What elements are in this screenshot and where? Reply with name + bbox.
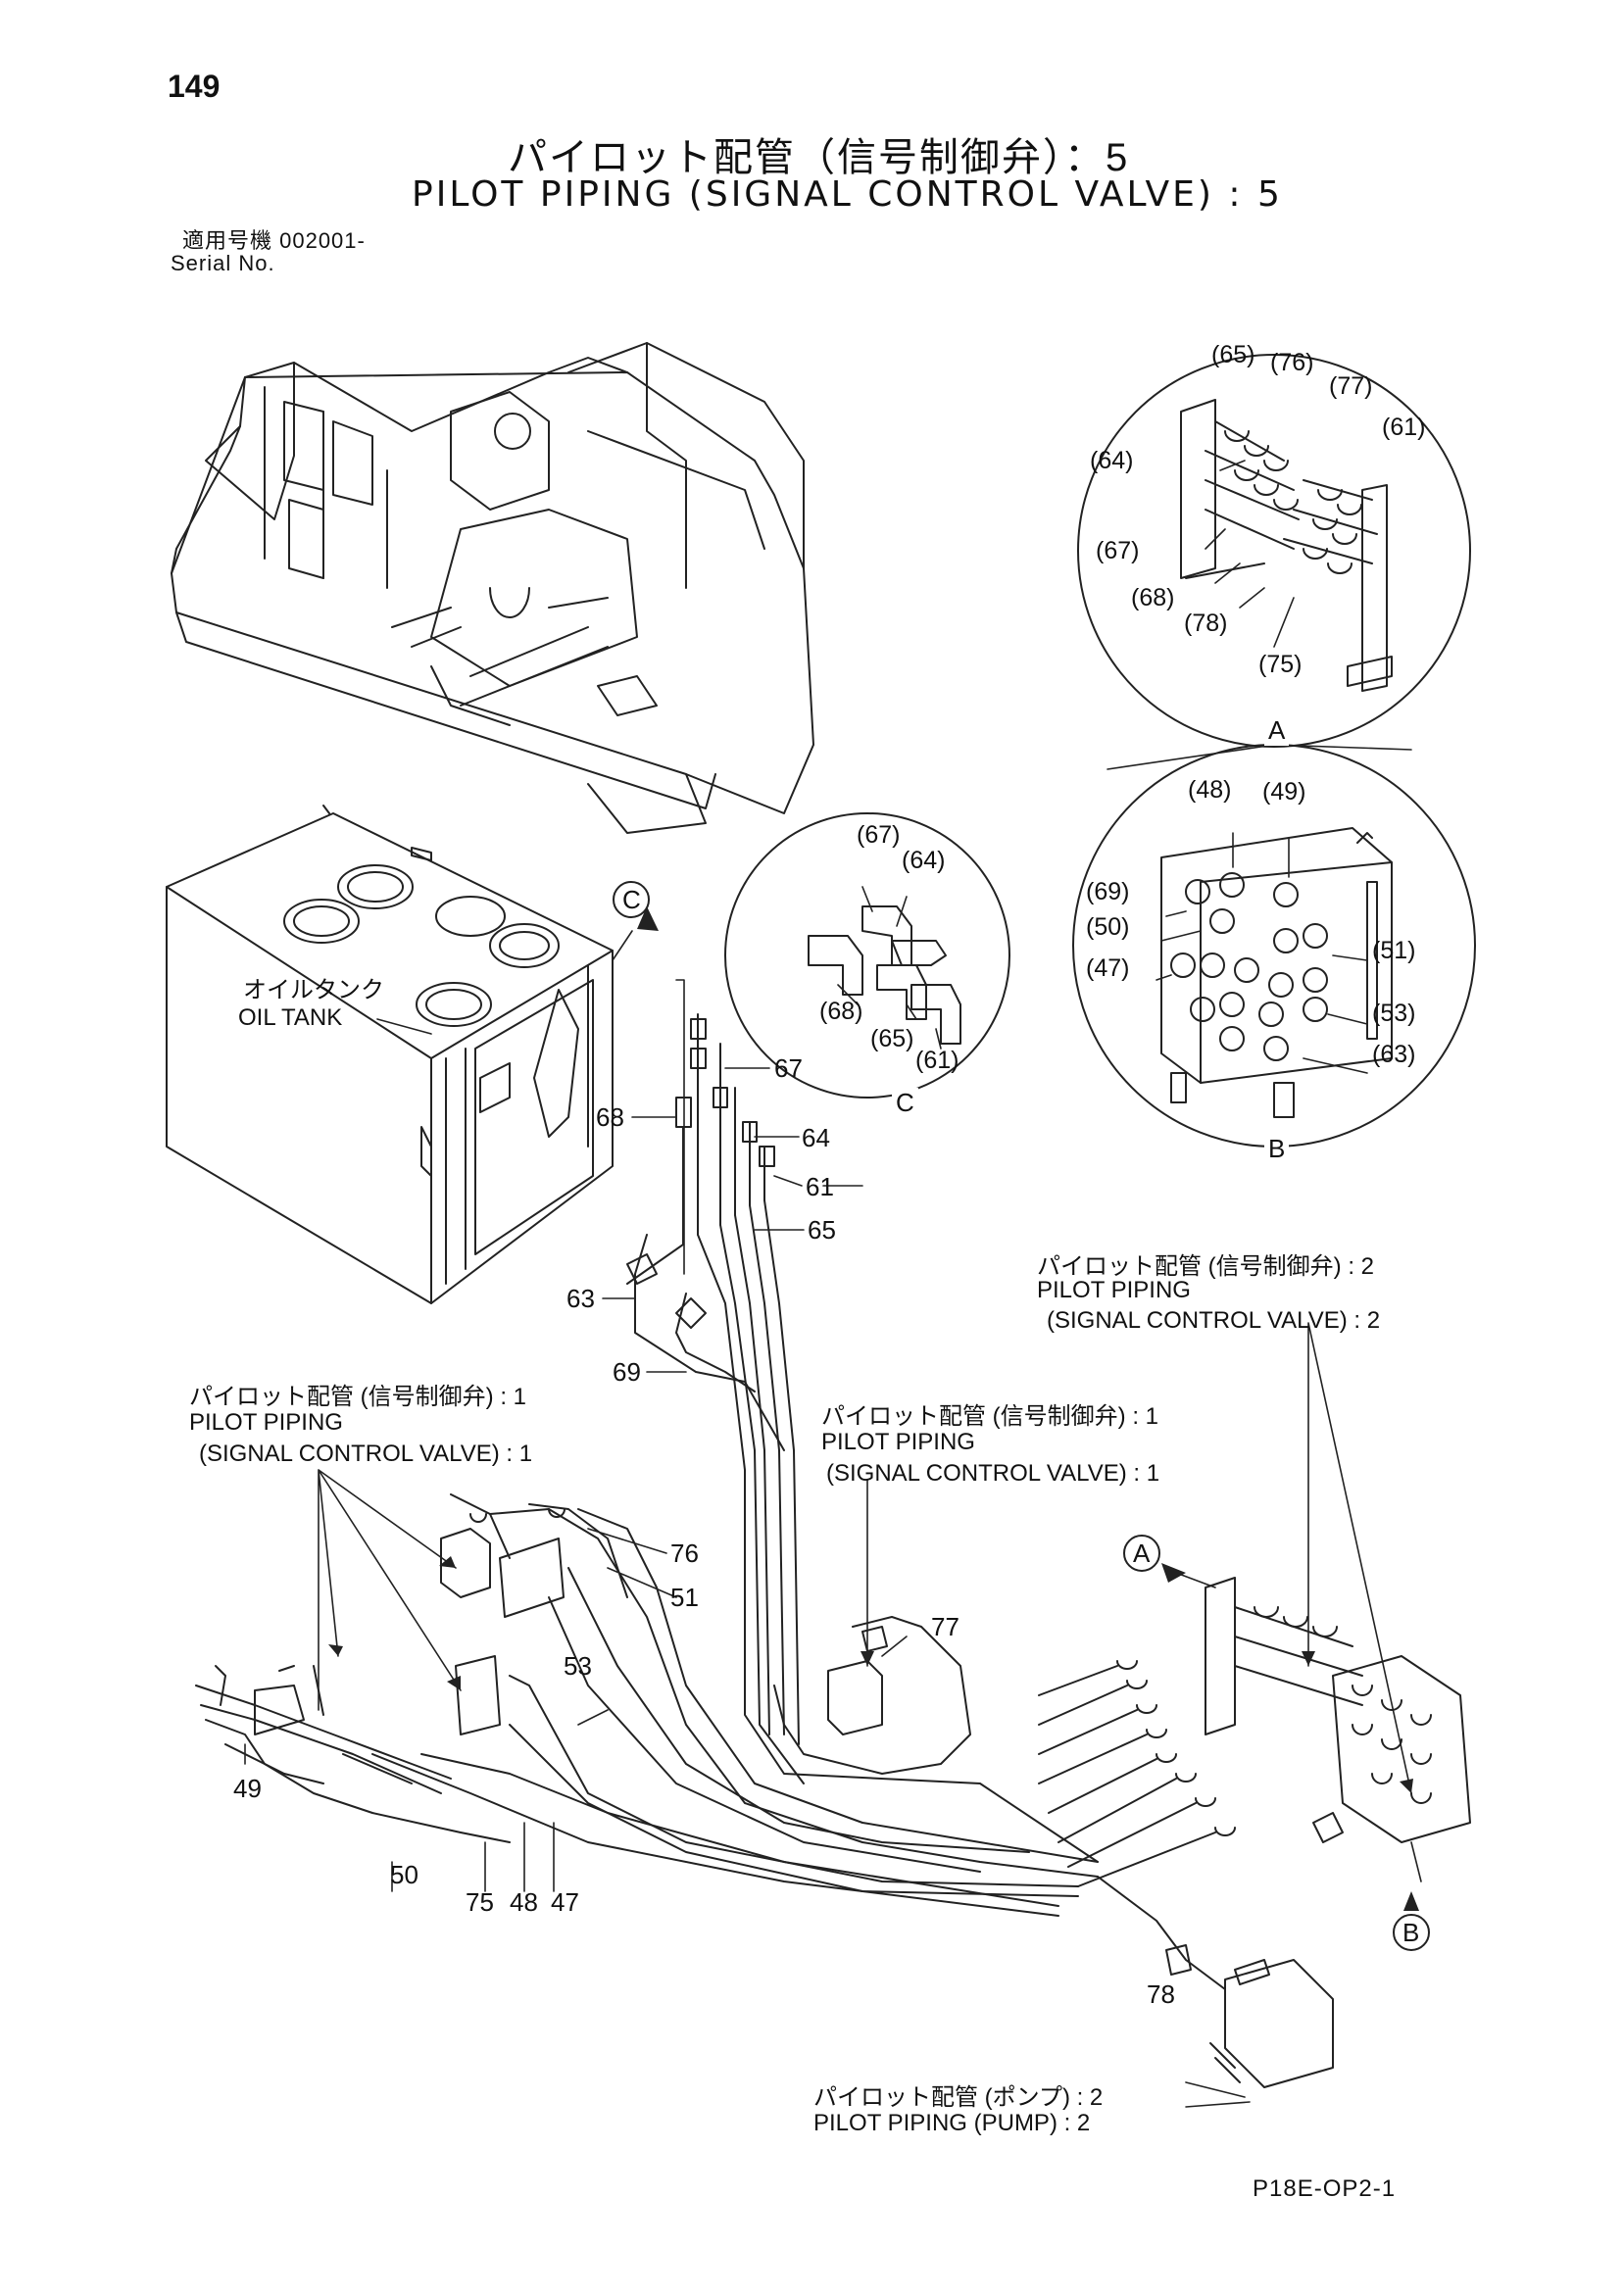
detail-B-callout-51: (51)	[1372, 937, 1416, 964]
detail-B-callout-48: (48)	[1188, 776, 1232, 804]
callout-53: 53	[564, 1651, 592, 1681]
callout-77: 77	[931, 1612, 959, 1641]
callout-61: 61	[806, 1172, 834, 1201]
callout-51: 51	[670, 1583, 699, 1612]
detail-B-callout-49: (49)	[1262, 778, 1306, 806]
ref-scv2-en-2: (SIGNAL CONTROL VALVE) : 2	[1047, 1307, 1381, 1334]
page-title-japanese: パイロット配管（信号制御弁）：5	[508, 136, 1130, 179]
detail-A-callout-78: (78)	[1184, 610, 1228, 637]
detail-B-callout-69: (69)	[1086, 878, 1130, 905]
detail-A-view	[1077, 354, 1471, 748]
detail-C-callout-61: (61)	[915, 1047, 959, 1074]
callout-76: 76	[670, 1539, 699, 1568]
callout-78: 78	[1147, 1979, 1175, 2009]
serial-applicability: 適用号機 002001-	[182, 228, 366, 253]
detail-B-callout-63: (63)	[1372, 1041, 1416, 1068]
detail-A-letter: A	[1133, 1539, 1151, 1568]
callout-69: 69	[613, 1357, 641, 1387]
detail-A-callout-65: (65)	[1211, 341, 1255, 368]
detail-B-callout-50: (50)	[1086, 913, 1130, 941]
detail-B-callout-47: (47)	[1086, 954, 1130, 982]
callout-50: 50	[390, 1860, 418, 1889]
tank-return-hoses	[626, 1013, 1099, 1863]
detail-A-callout-75: (75)	[1258, 651, 1303, 678]
machine-overview-drawing	[171, 342, 814, 834]
callout-leader-lines	[244, 460, 1422, 2108]
callout-48: 48	[510, 1887, 538, 1917]
pump-pilot-valve-drawing	[1097, 1876, 1334, 2088]
document-code: P18E-OP2-1	[1253, 2175, 1397, 2202]
page-title-english: PILOT PIPING (SIGNAL CONTROL VALVE) : 5	[412, 174, 1283, 215]
detail-B-callout-53: (53)	[1372, 1000, 1416, 1027]
detail-C-marker	[613, 881, 650, 918]
arrowheads	[328, 906, 1419, 1911]
detail-A-caption: A	[1264, 715, 1290, 746]
ref-scv1b-en-2: (SIGNAL CONTROL VALVE) : 1	[826, 1460, 1160, 1487]
callout-65: 65	[808, 1215, 836, 1245]
detail-A-callout-67: (67)	[1096, 537, 1140, 564]
ref-scv1a-en-1: PILOT PIPING	[189, 1409, 343, 1436]
serial-number-label: Serial No.	[171, 251, 275, 275]
ref-scv1b-jp: パイロット配管 (信号制御弁) : 1	[821, 1403, 1159, 1430]
detail-C-view	[724, 812, 1010, 1099]
callout-63: 63	[566, 1284, 595, 1313]
ref-scv1a-jp: パイロット配管 (信号制御弁) : 1	[189, 1384, 527, 1410]
callout-49: 49	[233, 1774, 262, 1803]
ref-scv1a-en-2: (SIGNAL CONTROL VALVE) : 1	[199, 1441, 533, 1467]
detail-B-marker	[1393, 1914, 1430, 1951]
oil-tank-label-jp: オイルタンク	[243, 977, 384, 1003]
right-hose-fan	[1038, 1577, 1471, 1887]
callout-64: 64	[802, 1123, 830, 1152]
detail-C-letter: C	[622, 885, 641, 914]
callout-67: 67	[774, 1053, 803, 1083]
detail-C-callout-67: (67)	[857, 821, 901, 849]
detail-A-marker	[1123, 1535, 1160, 1572]
detail-B-caption: B	[1264, 1134, 1290, 1164]
detail-C-callout-64: (64)	[902, 847, 946, 874]
callout-68: 68	[596, 1102, 624, 1132]
valve-77-drawing	[827, 1626, 888, 1735]
detail-A-callout-64: (64)	[1090, 447, 1134, 474]
callout-75: 75	[466, 1887, 494, 1917]
oil-tank-drawing	[166, 805, 614, 1304]
detail-C-callout-65: (65)	[870, 1025, 914, 1052]
ref-pump-jp: パイロット配管 (ポンプ) : 2	[813, 2084, 1104, 2111]
ref-scv1b-en-1: PILOT PIPING	[821, 1429, 975, 1455]
main-pilot-hose-bundle	[371, 1508, 1099, 1917]
oil-tank-label-en: OIL TANK	[238, 1004, 343, 1031]
ref-scv2-jp: パイロット配管 (信号制御弁) : 2	[1037, 1253, 1375, 1280]
ref-scv2-en-1: PILOT PIPING	[1037, 1277, 1191, 1303]
detail-B-letter: B	[1402, 1918, 1420, 1947]
detail-circle-markers	[613, 881, 1430, 1951]
page-number: 149	[168, 69, 221, 104]
detail-A-callout-68: (68)	[1131, 584, 1175, 611]
detail-A-callout-61: (61)	[1382, 414, 1426, 441]
detail-A-callout-76: (76)	[1270, 349, 1314, 376]
ref-pump-en: PILOT PIPING (PUMP) : 2	[813, 2110, 1091, 2136]
detail-C-callout-68: (68)	[819, 998, 863, 1025]
callout-47: 47	[551, 1887, 579, 1917]
detail-A-callout-77: (77)	[1329, 372, 1373, 400]
detail-C-caption: C	[892, 1088, 918, 1118]
hoses-63-69	[626, 1234, 785, 1451]
left-valve-cluster	[195, 1493, 628, 1843]
